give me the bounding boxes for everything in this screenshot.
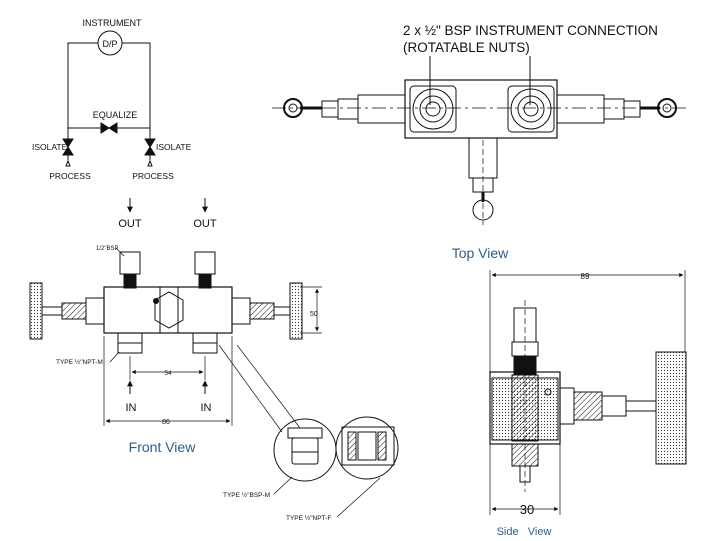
process-right-label: PROCESS <box>132 171 174 181</box>
front-left-thread <box>61 302 87 320</box>
front-left-handwheel <box>29 282 43 340</box>
side-valve-gland <box>601 395 627 417</box>
equalize-valve-symbol <box>100 122 118 134</box>
top-view-port-right <box>507 85 555 133</box>
out-right-nut <box>198 273 212 289</box>
port-left-bore <box>419 95 447 123</box>
port-right-bore <box>517 95 545 123</box>
front-view-drawing: OUT OUT 1/2"BSP 50 TYPE ½"NPT-M <box>29 198 322 455</box>
isolate-valve-right-symbol <box>144 138 156 156</box>
front-right-thread <box>249 302 275 320</box>
side-width-value: 89 <box>581 272 590 281</box>
bsp-m-detail-body <box>291 437 319 465</box>
in-right-label: IN <box>201 402 212 414</box>
side-valve-thread <box>573 391 603 421</box>
out-left-nut <box>123 273 137 289</box>
left-valve-nut <box>321 100 339 118</box>
process-left-arrow <box>65 159 71 167</box>
out-right-connector <box>194 251 216 275</box>
side-depth-value: 30 <box>520 502 534 517</box>
left-valve-gland <box>337 98 359 120</box>
bsp-m-leader <box>273 476 293 495</box>
equalize-bolt <box>153 298 159 304</box>
front-right-handwheel <box>289 282 303 340</box>
dp-label: D/P <box>102 39 117 49</box>
in-left-label: IN <box>126 402 137 414</box>
side-handwheel <box>655 351 687 465</box>
side-valve-stem <box>625 400 657 412</box>
front-left-bonnet <box>85 297 105 325</box>
equalize-label: EQUALIZE <box>93 110 138 120</box>
bsp-connection-label: 1/2"BSP <box>96 246 118 252</box>
port-right-nut <box>510 88 552 130</box>
out-left-label: OUT <box>118 218 142 230</box>
port-right-inner <box>523 101 539 117</box>
process-right-arrow <box>147 159 153 167</box>
width-dimension-value: 86 <box>162 419 170 426</box>
detail-leader-b <box>236 344 301 429</box>
port-spacing-value: 54 <box>164 370 172 377</box>
height-dimension-value: 50 <box>310 311 318 318</box>
side-view-caption: Side View <box>497 526 552 538</box>
left-valve-bonnet <box>357 94 406 124</box>
bsp-m-type-label: TYPE ½"BSP-M <box>223 491 270 499</box>
instrument-connection-callout: 2 x ½" BSP INSTRUMENT CONNECTION <box>403 23 658 38</box>
side-valve-bonnet <box>559 387 575 425</box>
npt-m-leader <box>109 351 120 363</box>
npt-f-detail-circle <box>335 416 399 480</box>
isolate-valve-left-symbol <box>62 138 74 156</box>
side-view-drawing: 89 30 Side View <box>489 270 687 538</box>
top-view-body <box>404 79 558 139</box>
right-handle-ring <box>657 98 677 118</box>
rotatable-nuts-callout: (ROTATABLE NUTS) <box>403 40 530 55</box>
right-valve-bonnet <box>556 94 605 124</box>
side-body-bolt <box>544 388 552 396</box>
equalize-hex <box>154 291 184 329</box>
right-valve-gland <box>603 98 625 120</box>
process-left-label: PROCESS <box>49 171 91 181</box>
front-view-caption: Front View <box>129 439 197 455</box>
isolate-left-label: ISOLATE <box>32 142 68 152</box>
front-left-stem <box>41 306 63 316</box>
left-handle-hub <box>288 103 298 113</box>
top-view-drawing: 2 x ½" BSP INSTRUMENT CONNECTION (ROTATA… <box>272 23 690 261</box>
npt-f-leader <box>336 477 381 518</box>
npt-f-detail-wall-left <box>347 431 357 461</box>
equalize-block <box>159 286 179 334</box>
npt-f-detail-body <box>341 426 395 466</box>
top-view-caption: Top View <box>452 245 509 261</box>
front-right-bonnet <box>231 297 251 325</box>
left-process-line <box>67 42 98 160</box>
schematic-diagram: INSTRUMENT D/P EQUALIZE ISOLATE ISOLATE … <box>32 18 192 181</box>
port-left-inner <box>425 101 441 117</box>
left-handle-ring <box>283 98 303 118</box>
right-valve-nut <box>623 100 641 118</box>
npt-m-type-label: TYPE ½"NPT-M <box>56 358 103 366</box>
bsp-m-detail-nut <box>287 427 323 439</box>
npt-f-type-label: TYPE ½"NPT-F <box>286 514 331 522</box>
right-handle-hub <box>662 103 672 113</box>
isolate-right-label: ISOLATE <box>156 142 192 152</box>
instrument-label: INSTRUMENT <box>83 18 142 28</box>
port-left-nut <box>412 88 454 130</box>
out-right-label: OUT <box>193 218 217 230</box>
right-process-line <box>122 42 151 160</box>
front-view-body <box>103 286 233 334</box>
top-view-port-left <box>409 85 457 133</box>
npt-f-detail-bore <box>357 431 377 461</box>
detail-drawings: TYPE ½"BSP-M TYPE ½"NPT-F <box>218 344 399 522</box>
detail-leader-a <box>218 344 283 433</box>
npt-f-detail-wall-right <box>377 431 387 461</box>
front-right-stem <box>273 306 291 316</box>
